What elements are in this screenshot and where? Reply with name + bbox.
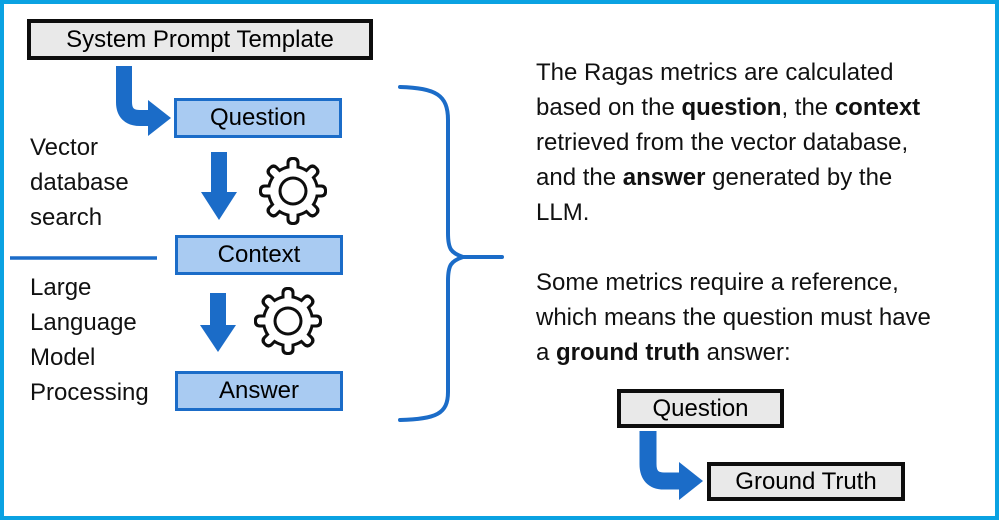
system-prompt-template-box: System Prompt Template (27, 19, 373, 60)
reference-question-label: Question (652, 394, 749, 422)
system-prompt-template-label: System Prompt Template (66, 25, 334, 53)
answer-box: Answer (175, 371, 343, 411)
curly-brace-icon (398, 85, 504, 422)
elbow-arrow-icon (639, 431, 703, 500)
down-arrow-icon (201, 152, 237, 220)
vector-database-search-label: Vector database search (30, 134, 129, 231)
llm-processing-label: Large Language Model Processing (30, 274, 149, 406)
reference-question-box: Question (617, 389, 784, 428)
question-label: Question (209, 104, 307, 131)
context-box: Context (175, 235, 343, 275)
ground-truth-box: Ground Truth (707, 462, 905, 501)
down-arrow-icon (200, 293, 236, 352)
gear-icon (259, 157, 327, 225)
elbow-arrow-icon (116, 66, 171, 136)
question-box: Question (174, 98, 342, 138)
answer-label: Answer (218, 377, 300, 404)
ground-truth-label: Ground Truth (735, 467, 877, 495)
gear-icon (254, 287, 322, 355)
context-label: Context (217, 241, 301, 268)
